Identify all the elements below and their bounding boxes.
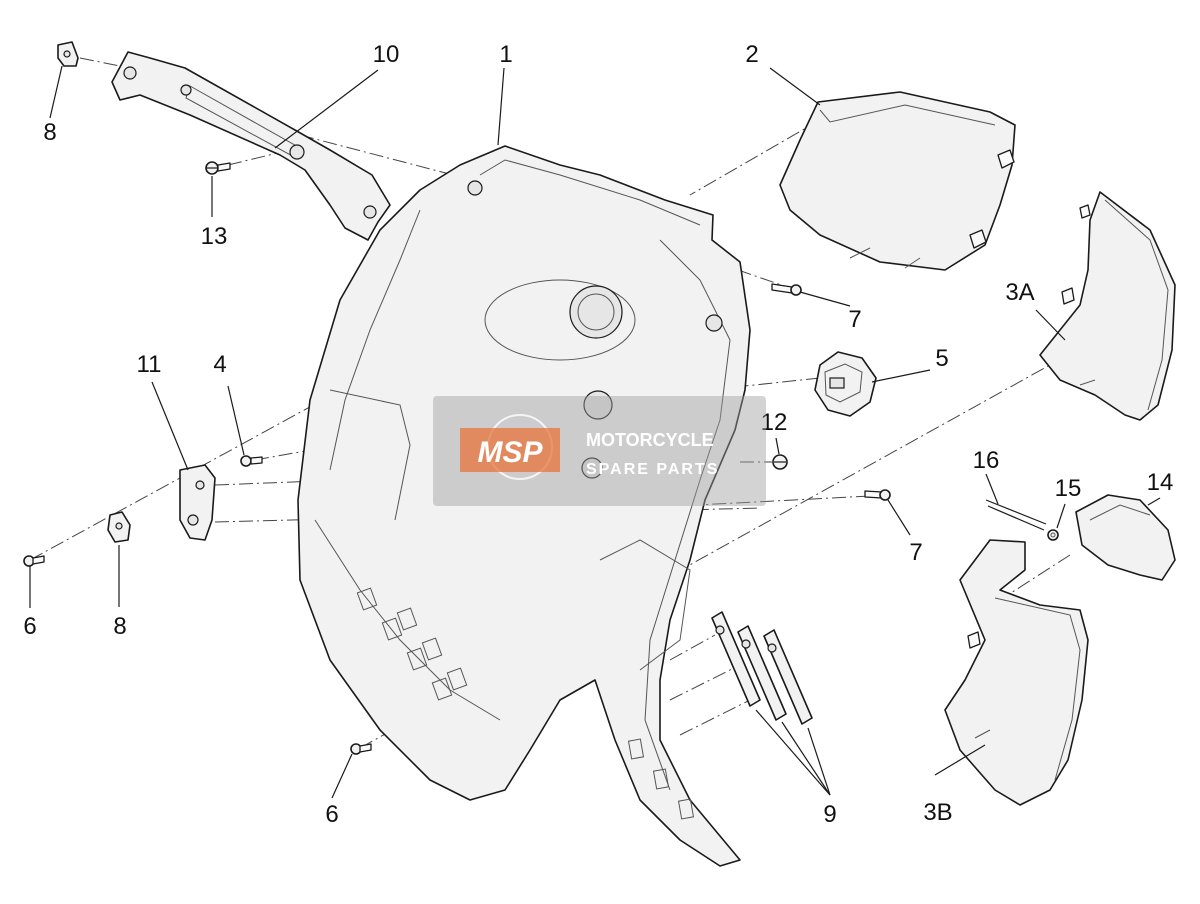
callout-1: 1	[499, 41, 512, 68]
screw-part-4	[240, 455, 263, 467]
screw-part-12	[772, 454, 788, 470]
bracket-part-11	[179, 464, 216, 541]
screw-part-13	[205, 161, 231, 175]
callout-labels: 1 2 3A 3B 4 5 6 6 7 7 8 8 9 10 11 12 13 …	[23, 41, 1173, 828]
callout-11: 11	[137, 351, 162, 378]
callout-9: 9	[823, 801, 836, 828]
lock-part-5	[814, 351, 877, 417]
leader-lines	[29, 65, 1161, 799]
leg-shield-part-1	[297, 145, 751, 867]
bracket-part-10	[111, 51, 391, 241]
callout-8-lower: 8	[113, 613, 126, 640]
callout-16: 16	[973, 447, 1000, 474]
watermark-logo-badge	[460, 428, 560, 472]
callout-10: 10	[373, 41, 400, 68]
clips-part-9	[711, 611, 813, 725]
lower-panel-part-3b	[944, 539, 1089, 806]
screw-part-7-top	[771, 283, 802, 296]
clip-part-8-lower	[107, 511, 131, 543]
callout-14: 14	[1147, 469, 1174, 496]
spring-part-15	[1047, 529, 1059, 541]
callout-3a: 3A	[1005, 279, 1034, 306]
screw-part-6-left	[23, 555, 45, 567]
callout-6-left: 6	[23, 613, 36, 640]
callout-15: 15	[1055, 475, 1082, 502]
callout-3b: 3B	[923, 799, 952, 826]
callout-8-top: 8	[43, 119, 56, 146]
watermark: MSP MOTORCYCLE SPARE PARTS	[433, 396, 766, 506]
watermark-line1: MOTORCYCLE	[586, 430, 714, 450]
watermark-line2: SPARE PARTS	[586, 461, 719, 478]
callout-6-bottom: 6	[325, 801, 338, 828]
callout-4: 4	[213, 351, 226, 378]
cover-part-14	[1075, 494, 1176, 581]
screw-part-6-bottom	[350, 743, 372, 755]
callout-12: 12	[761, 409, 788, 436]
clip-part-8-top	[57, 41, 79, 67]
side-panel-part-3a	[1039, 191, 1176, 421]
glovebox-door-part-2	[779, 91, 1016, 271]
screw-part-7-middle	[864, 489, 891, 501]
callout-5: 5	[935, 345, 948, 372]
callout-7-middle: 7	[909, 539, 922, 566]
watermark-logo-text: MSP	[477, 436, 543, 469]
callout-13: 13	[201, 223, 228, 250]
floor-slots	[356, 587, 695, 820]
callout-7-top: 7	[848, 306, 861, 333]
rod-part-16	[985, 499, 1047, 531]
callout-2: 2	[745, 41, 758, 68]
